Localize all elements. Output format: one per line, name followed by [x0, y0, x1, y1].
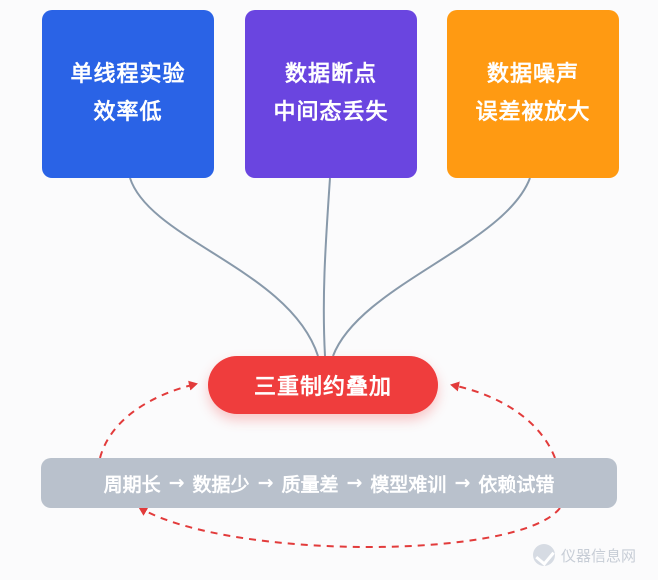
box-subtitle: 误差被放大 — [475, 100, 591, 125]
box-title: 数据噪声 — [486, 62, 579, 87]
watermark-text: 仪器信息网 — [560, 546, 636, 565]
connector-right — [332, 177, 531, 357]
box-title: 数据断点 — [284, 62, 377, 87]
box-title: 单线程实验 — [70, 62, 186, 87]
connector-left — [129, 177, 319, 357]
arrow-right-icon: → — [168, 472, 185, 494]
arrow-right-icon: → — [346, 472, 363, 494]
connector-middle — [322, 177, 331, 357]
vicious-cycle-chain: 周期长 → 数据少 → 质量差 → 模型难训 → 依赖试错 — [41, 458, 617, 508]
constraint-box-noise: 数据噪声 误差被放大 — [447, 10, 619, 178]
watermark: 仪器信息网 — [532, 544, 636, 566]
box-subtitle: 效率低 — [93, 100, 163, 125]
box-subtitle: 中间态丢失 — [273, 100, 389, 125]
chain-step-data-scarce: 数据少 — [192, 473, 250, 496]
loop-arrow-left — [99, 380, 198, 459]
chain-step-cycle-long: 周期长 — [103, 473, 161, 496]
center-label: 三重制约叠加 — [253, 375, 392, 400]
center-pill: 三重制约叠加 — [208, 356, 438, 414]
chain-step-model-hard: 模型难训 — [370, 473, 447, 496]
loop-arrow-right — [450, 381, 556, 459]
constraint-box-breakpoint: 数据断点 中间态丢失 — [245, 10, 417, 178]
chain-step-trial-error: 依赖试错 — [478, 473, 555, 496]
arrow-right-icon: → — [454, 472, 471, 494]
constraint-box-efficiency: 单线程实验 效率低 — [42, 10, 214, 178]
chain-step-poor-quality: 质量差 — [281, 473, 339, 496]
loop-arrow-bottom — [138, 507, 561, 548]
arrow-right-icon: → — [257, 472, 274, 494]
watermark-logo-icon — [532, 544, 555, 566]
